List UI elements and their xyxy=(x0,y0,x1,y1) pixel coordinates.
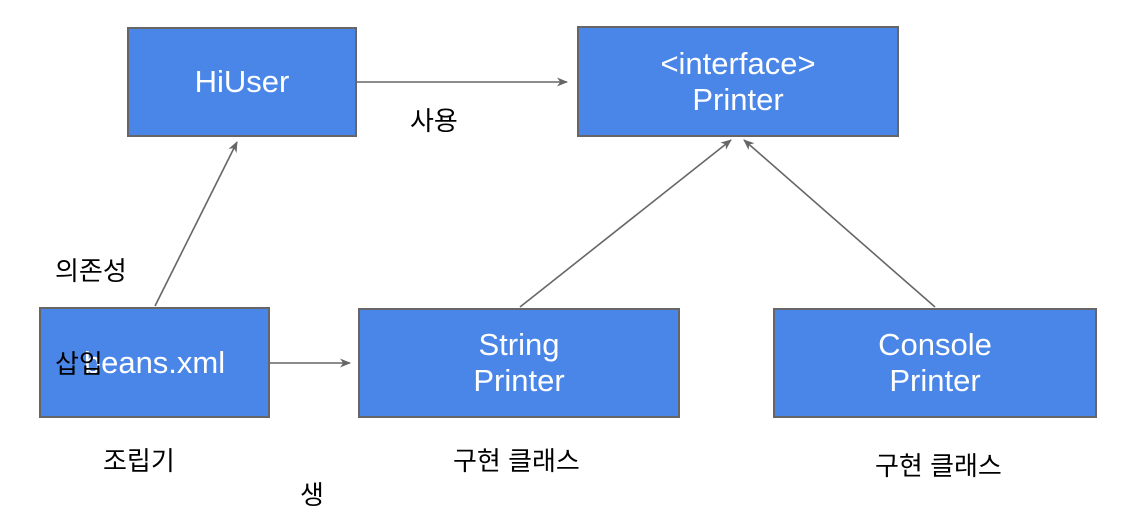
caption-impl-class-console: 구현 클래스 xyxy=(875,451,1002,481)
edge-label-dependency-injection-line2: 삽입 xyxy=(55,349,103,379)
edge-label-dependency-injection: 의존성 삽입 xyxy=(55,194,127,442)
node-beans-xml: beans.xml xyxy=(39,307,270,418)
node-beans-xml-label: beans.xml xyxy=(83,344,226,380)
node-string-printer-label-line2: Printer xyxy=(473,363,565,398)
edge-label-use: 사용 xyxy=(410,106,458,136)
node-console-printer: Console Printer xyxy=(773,308,1097,418)
node-console-printer-label-line2: Printer xyxy=(889,363,981,398)
node-hiuser: HiUser xyxy=(127,27,357,137)
node-console-printer-label-line1: Console xyxy=(878,327,992,362)
node-string-printer-label-line1: String xyxy=(478,327,560,362)
node-hiuser-label: HiUser xyxy=(194,64,290,99)
caption-impl-class-string: 구현 클래스 xyxy=(453,446,580,476)
node-string-printer: String Printer xyxy=(358,308,680,418)
node-printer-interface: <interface> Printer xyxy=(577,26,899,137)
node-printer-interface-stereotype: <interface> xyxy=(660,45,816,81)
edge-beans-injects-hiuser-arrow xyxy=(154,141,238,307)
caption-assembler: 조립기 xyxy=(103,446,175,476)
edge-label-create: 생 성 xyxy=(300,418,329,510)
edge-consoleprinter-implements-printer-arrow xyxy=(743,139,936,308)
node-printer-interface-label: Printer xyxy=(692,81,784,117)
edge-stringprinter-implements-printer-arrow xyxy=(519,139,732,308)
edge-label-create-line1: 생 xyxy=(300,480,324,510)
edge-label-dependency-injection-line1: 의존성 xyxy=(55,256,127,286)
